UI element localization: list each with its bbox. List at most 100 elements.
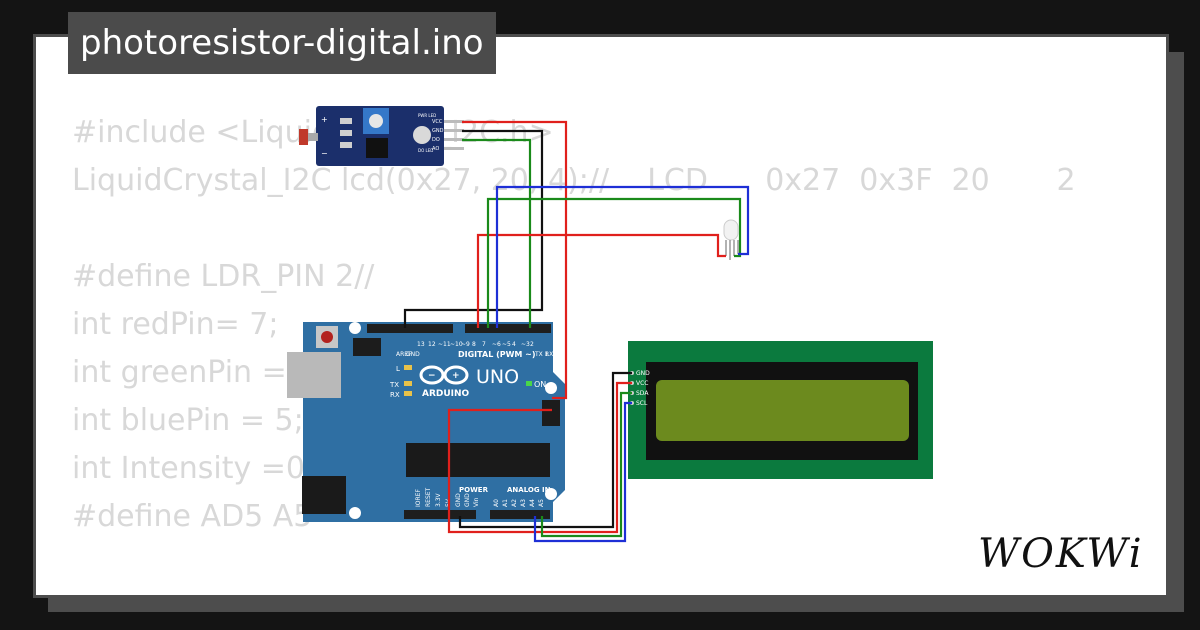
mounting-hole bbox=[349, 322, 361, 334]
wire-led-green[interactable] bbox=[486, 197, 742, 328]
wokwi-logo: WOKWi bbox=[978, 531, 1144, 577]
l-led bbox=[404, 365, 412, 370]
wire-lcd-vcc[interactable] bbox=[447, 381, 632, 534]
wire-ldr-do[interactable] bbox=[462, 138, 532, 328]
pin-label: ~3 bbox=[521, 341, 530, 348]
ldr-header-pin bbox=[444, 147, 464, 150]
lcd-pin-label: SCL bbox=[636, 400, 648, 407]
rx-led bbox=[404, 391, 412, 396]
pin-label: ~10 bbox=[450, 341, 463, 348]
pin-label: GND bbox=[406, 351, 420, 358]
pin-label: ~6 bbox=[492, 341, 501, 348]
analog-pin-label: A2 bbox=[511, 499, 518, 507]
code-line: LiquidCrystal_I2C lcd(0x27, 20, 4);// LC… bbox=[72, 163, 1076, 198]
pin-label: 8 bbox=[472, 341, 476, 348]
wire-led-blue[interactable] bbox=[495, 185, 750, 328]
project-title: photoresistor-digital.ino bbox=[68, 12, 496, 74]
ldr-sensor-module[interactable]: PWR LED DO LED + − VCC GND DO AO bbox=[299, 106, 464, 166]
wire-led-red[interactable] bbox=[476, 233, 726, 328]
smd-resistor bbox=[340, 118, 352, 124]
power-jack bbox=[302, 476, 346, 514]
l-led-label: L bbox=[396, 365, 400, 373]
arduino-uno-board[interactable]: AREF GND 13 12 ~11 ~10 ~9 8 7 ~6 ~5 4 ~3… bbox=[287, 322, 565, 522]
mounting-hole bbox=[349, 507, 361, 519]
pin-label: 4 bbox=[512, 341, 516, 348]
wire-lcd-sda[interactable] bbox=[540, 391, 632, 538]
reset-button-cap-icon bbox=[321, 331, 333, 343]
on-led-label: ON bbox=[534, 380, 546, 389]
arduino-brand-label: ARDUINO bbox=[422, 389, 470, 399]
ldr-pin-label: DO bbox=[432, 137, 440, 143]
power-header-label: POWER bbox=[459, 486, 489, 494]
code-background: #include <LiquidCrystal_I2C.h>LiquidCrys… bbox=[72, 109, 1076, 541]
rgb-led-body bbox=[723, 219, 739, 241]
code-line: int bluePin = 5; bbox=[72, 403, 304, 438]
comparator-chip bbox=[366, 138, 388, 158]
analog-header bbox=[490, 510, 550, 519]
analog-pin-label: A3 bbox=[520, 499, 527, 507]
lcd-screen bbox=[656, 380, 909, 441]
pin-label: ~5 bbox=[502, 341, 511, 348]
on-led bbox=[526, 381, 532, 386]
ldr-pin-label: GND bbox=[432, 128, 444, 134]
usb-port bbox=[287, 352, 341, 398]
icsp-header bbox=[353, 338, 381, 356]
lcd-pin-label: GND bbox=[636, 370, 650, 377]
lcd-pin-label: VCC bbox=[636, 380, 648, 387]
analog-pin-label: A4 bbox=[529, 499, 536, 507]
svg-text:−: − bbox=[428, 371, 436, 381]
ldr-plus-label: + bbox=[321, 115, 328, 124]
rgb-led[interactable] bbox=[723, 219, 739, 260]
mounting-hole bbox=[545, 382, 557, 394]
digital-header-left bbox=[367, 324, 453, 333]
smd-resistor bbox=[340, 130, 352, 136]
rx-label: RX bbox=[390, 391, 400, 399]
potentiometer-knob-icon bbox=[369, 114, 383, 128]
indicator-led bbox=[413, 126, 431, 144]
photoresistor bbox=[299, 129, 308, 145]
uno-model-label: UNO bbox=[476, 366, 519, 388]
smd-resistor bbox=[340, 142, 352, 148]
ldr-pin-label: AO bbox=[432, 146, 439, 152]
digital-header-label: DIGITAL (PWM ~) bbox=[458, 350, 536, 359]
pin-label: 2 bbox=[530, 341, 534, 348]
tx-led bbox=[404, 381, 412, 386]
pin-label: 7 bbox=[482, 341, 486, 348]
pin-label: AREF bbox=[396, 351, 412, 358]
tx-label: TX bbox=[389, 381, 399, 389]
ldr-minus-label: − bbox=[321, 149, 328, 158]
wire-ldr-gnd[interactable] bbox=[403, 129, 544, 328]
ldr-header-pin bbox=[444, 120, 464, 123]
photoresistor-leg bbox=[308, 133, 318, 141]
wire-ldr-vcc[interactable] bbox=[462, 120, 568, 400]
analog-pin-label: A1 bbox=[502, 499, 509, 507]
ldr-led-label: PWR LED bbox=[418, 113, 436, 118]
lcd-pin-label: SDA bbox=[636, 390, 649, 397]
pin-label: ~11 bbox=[438, 341, 451, 348]
pin-label: TX 1 bbox=[534, 351, 549, 358]
pin-label: RX 0 bbox=[545, 351, 559, 358]
ldr-header-pin bbox=[444, 138, 464, 141]
ldr-led-label: DO LED bbox=[418, 148, 433, 153]
mounting-hole bbox=[545, 488, 557, 500]
code-line: #define LDR_PIN 2// bbox=[72, 259, 375, 294]
analog-pin-label: A5 bbox=[538, 499, 545, 507]
lcd-display[interactable]: GND VCC SDA SCL bbox=[628, 341, 933, 479]
digital-header-right bbox=[465, 324, 551, 333]
atmega-chip bbox=[406, 443, 550, 477]
ldr-pin-label: VCC bbox=[432, 119, 443, 125]
preview-card: #include <LiquidCrystal_I2C.h>LiquidCrys… bbox=[33, 34, 1169, 598]
icsp-header bbox=[542, 400, 560, 426]
wire-lcd-scl[interactable] bbox=[533, 401, 632, 543]
wire-lcd-gnd[interactable] bbox=[458, 371, 632, 529]
power-pin-label: RESET bbox=[425, 487, 432, 507]
pin-label: 12 bbox=[428, 341, 436, 348]
power-header bbox=[404, 510, 476, 519]
power-pin-label: GND bbox=[464, 493, 471, 507]
ldr-header-pin bbox=[444, 129, 464, 132]
arduino-infinity-logo-icon: − + bbox=[419, 365, 469, 385]
pin-label: ~9 bbox=[461, 341, 470, 348]
wires bbox=[403, 120, 750, 543]
code-line: int redPin= 7; bbox=[72, 307, 279, 342]
